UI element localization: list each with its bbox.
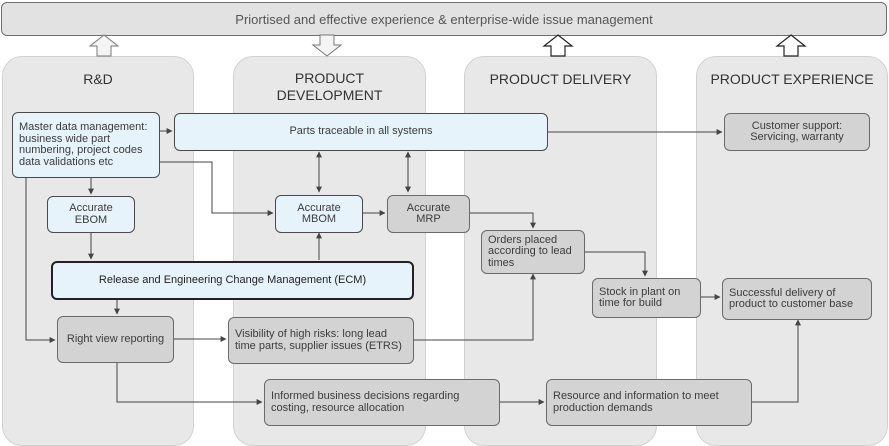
customer-support-box: Customer support: Servicing, warranty bbox=[724, 113, 870, 151]
resource-info-text: Resource and information to meet product… bbox=[553, 390, 719, 414]
parts-traceable-box: Parts traceable in all systems bbox=[174, 113, 548, 151]
right-view-text: Right view reporting bbox=[66, 332, 165, 345]
column-title-product-experience: PRODUCT EXPERIENCE bbox=[710, 71, 874, 87]
ecm-text: Release and Engineering Change Managemen… bbox=[98, 273, 367, 286]
top-banner: Priortised and effective experience & en… bbox=[1, 2, 887, 36]
visibility-text: Visibility of high risks: long lead time… bbox=[235, 328, 402, 352]
resource-info-box: Resource and information to meet product… bbox=[546, 379, 752, 426]
master-data-text: Master data management: business wide pa… bbox=[19, 121, 148, 168]
column-title-rd: R&D bbox=[83, 71, 113, 87]
column-title-line: PRODUCT bbox=[294, 70, 365, 86]
stock-box: Stock in plant on time for build bbox=[592, 278, 701, 318]
connector bbox=[116, 363, 263, 405]
ebom-text: Accurate EBOM bbox=[69, 202, 113, 226]
block-arrow-down-pd bbox=[311, 34, 343, 57]
customer-support-text: Customer support: Servicing, warranty bbox=[750, 119, 844, 143]
block-arrow-up-experience bbox=[775, 34, 807, 57]
ecm-box: Release and Engineering Change Managemen… bbox=[51, 261, 414, 300]
successful-delivery-box: Successful delivery of product to custom… bbox=[722, 278, 872, 320]
ebom-box: Accurate EBOM bbox=[47, 196, 135, 233]
block-arrow-up-rd bbox=[88, 34, 120, 57]
connector bbox=[25, 178, 56, 343]
successful-delivery-text: Successful delivery of product to custom… bbox=[729, 286, 854, 310]
orders-box: Orders placed according to lead times bbox=[481, 230, 585, 274]
connector bbox=[470, 212, 536, 229]
mrp-text: Accurate MRP bbox=[406, 201, 451, 225]
parts-traceable-text: Parts traceable in all systems bbox=[289, 125, 433, 138]
block-arrow-up-delivery bbox=[542, 34, 574, 57]
informed-decisions-box: Informed business decisions regarding co… bbox=[264, 379, 500, 426]
mbom-text: Accurate MBOM bbox=[297, 201, 341, 225]
connector bbox=[752, 319, 801, 403]
connector bbox=[160, 161, 274, 216]
connector bbox=[585, 251, 648, 277]
master-data-box: Master data management: business wide pa… bbox=[12, 112, 160, 178]
column-title-product-delivery: PRODUCT DELIVERY bbox=[489, 71, 632, 87]
column-title-line: DEVELOPMENT bbox=[276, 87, 383, 103]
right-view-box: Right view reporting bbox=[57, 316, 174, 363]
column-title-product-development: PRODUCT DEVELOPMENT bbox=[233, 70, 426, 104]
informed-decisions-text: Informed business decisions regarding co… bbox=[271, 390, 460, 414]
orders-text: Orders placed according to lead times bbox=[488, 233, 572, 269]
mbom-box: Accurate MBOM bbox=[275, 195, 363, 233]
stock-text: Stock in plant on time for build bbox=[599, 285, 681, 309]
visibility-box: Visibility of high risks: long lead time… bbox=[228, 317, 414, 364]
mrp-box: Accurate MRP bbox=[387, 195, 470, 233]
banner-text: Priortised and effective experience & en… bbox=[235, 11, 653, 27]
connector bbox=[414, 273, 536, 341]
